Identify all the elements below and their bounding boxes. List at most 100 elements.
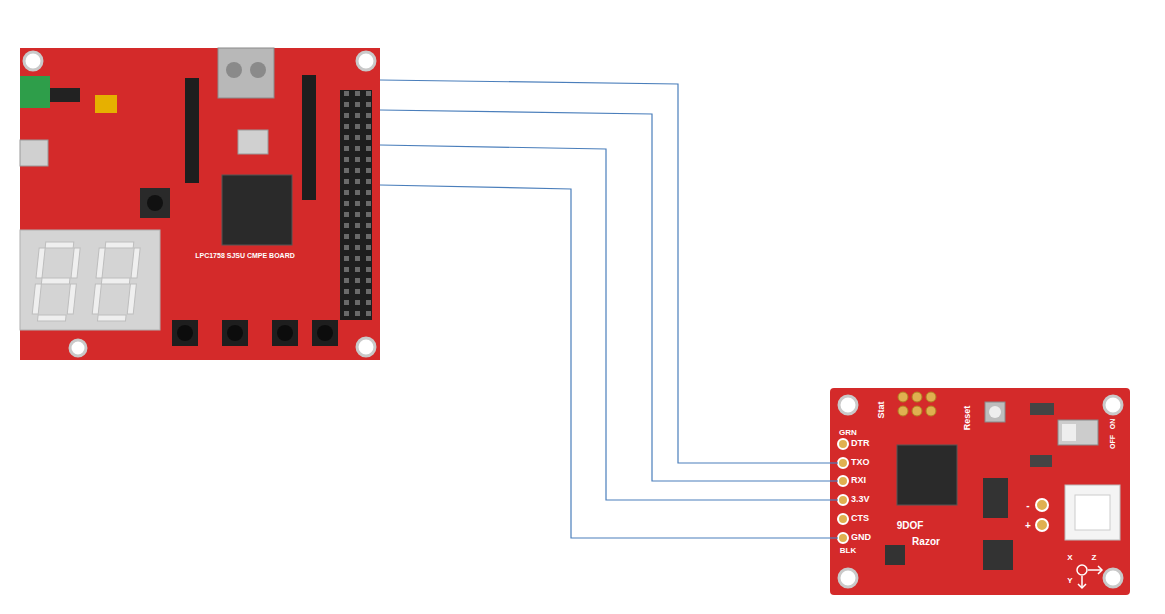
mount-hole	[357, 338, 375, 356]
circuit-board: LPC1758 SJSU CMPE BOARD	[20, 48, 380, 360]
board-name: Razor	[912, 536, 940, 547]
board-name: 9DOF	[897, 520, 924, 531]
pin-pads	[838, 439, 848, 449]
display-digit	[31, 242, 80, 321]
power-switch	[1058, 420, 1098, 445]
pin-pads	[838, 439, 848, 543]
diode	[50, 88, 80, 102]
pin-label: GRN	[839, 429, 857, 438]
polarity-mark: -	[1026, 500, 1029, 511]
isp-header	[926, 392, 936, 402]
push-buttons	[277, 325, 293, 341]
holder-notch	[250, 62, 266, 78]
battery-connector	[1065, 485, 1120, 540]
signal-wire	[380, 145, 830, 500]
push-buttons	[317, 325, 333, 341]
usb-port	[20, 140, 48, 166]
isp-header	[898, 406, 908, 416]
pin-label: TXO	[851, 458, 870, 468]
lpc-board	[20, 48, 380, 360]
push-buttons	[312, 320, 338, 346]
mount-hole	[24, 52, 42, 70]
push-buttons	[177, 325, 193, 341]
isp-header	[898, 392, 936, 416]
axis-symbol	[1077, 565, 1102, 588]
push-buttons	[272, 320, 298, 346]
push-buttons	[172, 320, 198, 346]
holder-notch	[226, 62, 242, 78]
signal-wire	[380, 110, 830, 481]
display-digit	[91, 242, 140, 321]
isp-header	[912, 392, 922, 402]
wire-stub	[830, 537, 838, 538]
connector-socket	[1075, 495, 1110, 530]
wire-stub	[830, 499, 838, 500]
reset-button	[985, 402, 1005, 422]
coin-cell-holder	[218, 48, 274, 98]
pin-label: CTS	[851, 514, 869, 524]
pin-header	[302, 75, 316, 200]
mcu-chip	[222, 175, 292, 245]
mount-hole	[1104, 569, 1122, 587]
board-label: LPC1758 SJSU CMPE BOARD	[195, 252, 295, 260]
isp-header	[898, 392, 908, 402]
axis-symbol	[1077, 565, 1087, 575]
signal-wire	[380, 80, 830, 463]
slide-switch	[238, 130, 268, 154]
battery-pad	[1036, 499, 1048, 511]
push-button	[140, 188, 170, 218]
pin-pads	[838, 458, 848, 468]
push-buttons	[227, 325, 243, 341]
polarity-mark: +	[1025, 520, 1031, 531]
mount-hole	[839, 396, 857, 414]
circuit-board: Stat ResetGRNDTR TXO RXI 3.3V CTS GND BLK 9DOF Ra…	[830, 388, 1130, 595]
pin-pads	[838, 495, 848, 505]
seven-segment-display	[20, 230, 160, 330]
silkscreen-label: Stat	[877, 401, 887, 418]
pin-label: 3.3V	[851, 495, 870, 505]
pin-pads	[838, 533, 848, 543]
silkscreen-label: Reset	[963, 406, 973, 431]
push-buttons	[172, 320, 338, 346]
switch-label: OFF	[1109, 435, 1117, 449]
sensor-chip	[983, 478, 1008, 518]
board-body	[20, 48, 380, 360]
pin-label: RXI	[851, 476, 866, 486]
switch-knob	[1062, 424, 1076, 441]
button-cap	[147, 195, 163, 211]
pin-header	[185, 78, 199, 183]
axis-label: X	[1067, 554, 1072, 563]
pin-pads	[838, 476, 848, 486]
capacitor	[95, 95, 117, 113]
push-buttons	[222, 320, 248, 346]
wire-stub	[830, 462, 838, 463]
axis-symbol	[1081, 576, 1083, 588]
razor-board	[830, 388, 1130, 595]
wire-stub	[830, 463, 838, 538]
sensor-chip	[885, 545, 905, 565]
axis-symbol	[1098, 566, 1102, 574]
smd-part	[1030, 455, 1052, 467]
mount-hole	[357, 52, 375, 70]
mount-hole	[1104, 396, 1122, 414]
header-pins	[340, 90, 372, 320]
wire-stub	[830, 480, 838, 481]
mount-hole	[839, 569, 857, 587]
pin-label: GND	[851, 533, 871, 543]
button-cap	[989, 406, 1001, 418]
signal-wire	[380, 185, 830, 538]
switch-label: ON	[1109, 419, 1117, 430]
axis-label: Z	[1092, 554, 1097, 563]
pin-label: DTR	[851, 439, 870, 449]
double-pin-header	[340, 90, 372, 320]
axis-symbol	[1078, 584, 1086, 588]
mount-hole	[70, 340, 86, 356]
isp-header	[912, 406, 922, 416]
pin-label: BLK	[840, 547, 856, 556]
smd-part	[1030, 403, 1054, 415]
battery-pad	[1036, 519, 1048, 531]
isp-header	[926, 406, 936, 416]
